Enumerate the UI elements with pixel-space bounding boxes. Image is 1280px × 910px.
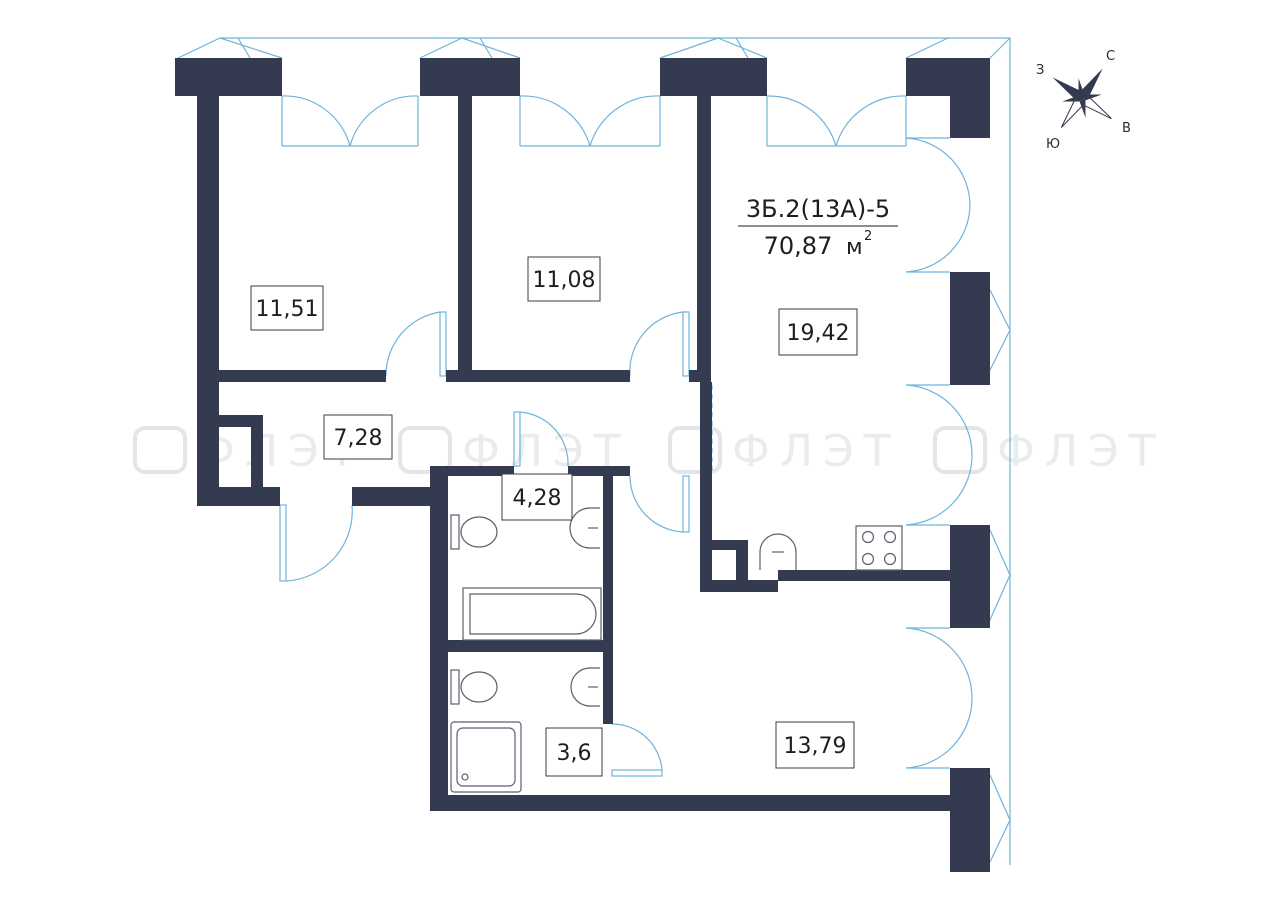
- compass-icon: С В Ю З: [1036, 49, 1131, 152]
- wall-segment: [660, 58, 767, 96]
- room-area-value: 11,51: [256, 297, 319, 322]
- wall-segment: [568, 466, 630, 476]
- room-area-value: 3,6: [557, 741, 592, 766]
- sink-icon: [569, 507, 600, 549]
- toilet-icon: [450, 669, 498, 705]
- compass-south-label: Ю: [1046, 137, 1060, 152]
- wall-segment: [700, 580, 778, 592]
- watermark-logo: ФЛЭТ: [668, 426, 901, 477]
- room-labels: 11,51 11,08 19,42 7,28 4,28 3,6 13,79: [250, 256, 858, 777]
- room-area-label: 13,79: [775, 721, 855, 769]
- wall-segment: [197, 487, 280, 506]
- wall-segment: [906, 58, 990, 138]
- apartment-area-unit: м: [846, 235, 863, 260]
- wall-segment: [448, 640, 613, 652]
- wall-segment: [950, 272, 990, 385]
- room-area-value: 4,28: [513, 486, 562, 511]
- watermarks: ФЛЭТ ФЛЭТ ФЛЭТ ФЛЭТ: [133, 426, 1166, 477]
- wall-segment: [175, 58, 282, 96]
- compass-east-label: В: [1122, 121, 1131, 136]
- wall-segment: [197, 415, 263, 427]
- room-area-label: 19,42: [778, 308, 858, 356]
- room-area-label: 7,28: [323, 414, 393, 460]
- compass-north-label: С: [1106, 49, 1115, 64]
- watermark-text: ФЛЭТ: [732, 426, 901, 477]
- doors: [279, 311, 713, 777]
- watermark-text: ФЛЭТ: [997, 426, 1166, 477]
- compass-west-label: З: [1036, 63, 1044, 78]
- apartment-area: 70,87: [764, 232, 833, 260]
- apartment-info: 3Б.2(13А)-5 70,87 м 2: [738, 195, 898, 260]
- room-area-value: 11,08: [533, 268, 596, 293]
- wall-segment: [430, 466, 514, 476]
- wall-segment: [950, 768, 990, 872]
- wall-segment: [700, 540, 748, 550]
- kitchen-sink-icon: [759, 533, 797, 570]
- stove-icon: [855, 525, 903, 571]
- wall-segment: [219, 370, 386, 382]
- wall-segment: [778, 570, 953, 581]
- apartment-code: 3Б.2(13А)-5: [746, 195, 890, 223]
- wall-segment: [689, 370, 711, 382]
- sink-icon: [570, 667, 600, 707]
- room-area-value: 13,79: [784, 734, 847, 759]
- wall-segment: [251, 415, 263, 505]
- toilet-icon: [450, 514, 498, 550]
- room-area-label: 4,28: [501, 473, 573, 521]
- wall-segment: [603, 476, 613, 646]
- window-lines: [177, 37, 1011, 865]
- wall-segment: [420, 58, 520, 96]
- wall-segment: [736, 540, 748, 592]
- room-area-label: 11,08: [527, 256, 601, 302]
- apartment-area-unit-power: 2: [864, 229, 872, 244]
- wall-segment: [446, 370, 630, 382]
- bathtub-icon: [462, 587, 602, 641]
- walls: [175, 58, 990, 872]
- wall-segment: [697, 96, 711, 382]
- wall-segment: [430, 795, 950, 811]
- wall-segment: [197, 96, 219, 506]
- shower-tray-icon: [450, 721, 522, 793]
- wall-segment: [430, 466, 448, 811]
- fixtures: [450, 507, 903, 793]
- room-area-label: 3,6: [545, 727, 603, 777]
- wall-segment: [352, 487, 444, 506]
- wall-segment: [458, 96, 472, 382]
- watermark-logo: ФЛЭТ: [933, 426, 1166, 477]
- wall-segment: [603, 652, 613, 724]
- wall-segment: [700, 382, 712, 592]
- wall-segment: [950, 525, 990, 628]
- room-area-value: 19,42: [787, 321, 850, 346]
- room-area-label: 11,51: [250, 285, 324, 331]
- room-area-value: 7,28: [334, 426, 383, 451]
